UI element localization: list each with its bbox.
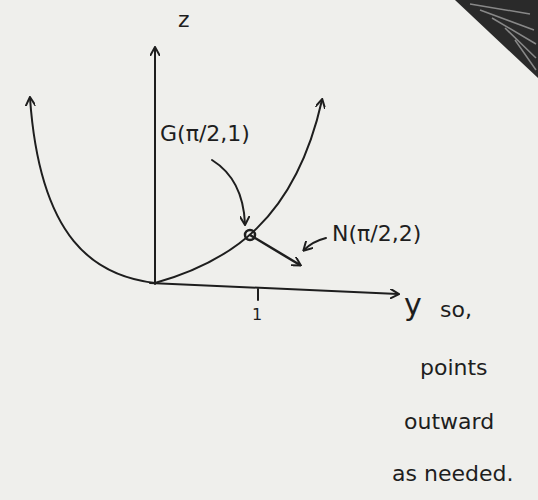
tick-mark xyxy=(257,289,259,300)
axis-label: z xyxy=(178,8,190,32)
point-label: N(π/2,2) xyxy=(332,222,421,246)
z-axis xyxy=(154,48,156,284)
point-g xyxy=(245,230,255,240)
note-text: points xyxy=(420,356,488,380)
leader-g xyxy=(212,160,245,224)
note-text: as needed. xyxy=(392,462,513,486)
normal-vector xyxy=(250,235,300,265)
y-axis xyxy=(150,283,398,294)
left-curve xyxy=(30,98,155,283)
leader-n xyxy=(304,238,326,250)
note-text: outward xyxy=(404,410,494,434)
tick-label: 1 xyxy=(252,306,262,324)
note-text: so, xyxy=(440,298,472,322)
axis-label: y xyxy=(404,288,422,321)
point-label: G(π/2,1) xyxy=(160,122,250,146)
right-curve xyxy=(155,100,322,283)
corner-shadow xyxy=(455,0,538,78)
